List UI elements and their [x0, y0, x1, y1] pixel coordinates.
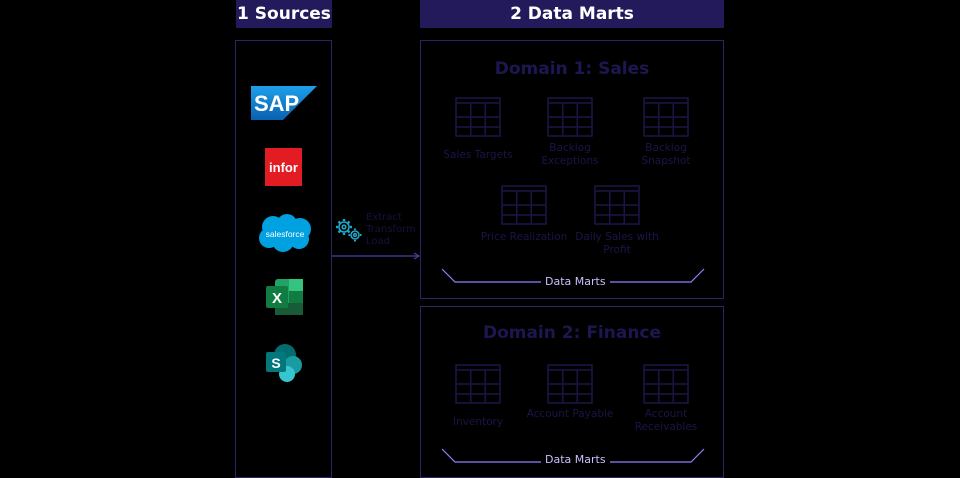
table-label-account-payable: Account Payable — [526, 408, 614, 420]
svg-text:S: S — [271, 355, 280, 371]
table-label-daily-sales-profit: Daily Sales with Profit — [575, 231, 659, 256]
table-icon-daily-sales-profit — [594, 185, 640, 225]
table-icon-inventory — [455, 364, 501, 404]
svg-text:salesforce: salesforce — [266, 229, 305, 239]
table-label-account-receivables: Account Receivables — [634, 408, 698, 433]
table-icon-account-receivables — [643, 364, 689, 404]
infor-logo: infor — [265, 148, 302, 186]
sources-header: 1 Sources — [236, 0, 332, 28]
table-icon-price-realization — [501, 185, 547, 225]
data-marts-header: 2 Data Marts — [420, 0, 724, 28]
table-icon-sales-targets — [455, 97, 501, 137]
table-icon-backlog-exceptions — [547, 97, 593, 137]
domain1-panel: Domain 1: Sales Sales Targets Backlog Ex… — [420, 40, 724, 299]
svg-text:X: X — [272, 290, 282, 307]
sources-header-label: 1 Sources — [237, 4, 331, 24]
salesforce-logo: salesforce — [257, 213, 313, 257]
infor-logo-text: infor — [269, 159, 298, 175]
table-icon-account-payable — [547, 364, 593, 404]
sources-panel: SAP infor salesforce X — [235, 40, 332, 478]
table-label-backlog-exceptions: Backlog Exceptions — [541, 142, 599, 167]
table-label-sales-targets: Sales Targets — [443, 149, 513, 161]
sap-logo: SAP — [251, 86, 317, 124]
etl-arrow — [332, 246, 422, 265]
gears-icon — [334, 217, 364, 247]
svg-text:SAP: SAP — [254, 91, 299, 116]
domain2-footer-label: Data Marts — [541, 453, 610, 466]
table-label-price-realization: Price Realization — [480, 231, 568, 243]
etl-label: Extract Transform Load — [366, 212, 416, 247]
sharepoint-logo: S — [265, 343, 305, 387]
table-label-backlog-snapshot: Backlog Snapshot — [641, 142, 691, 167]
table-label-inventory: Inventory — [452, 416, 504, 428]
data-marts-header-label: 2 Data Marts — [510, 4, 634, 24]
domain2-panel: Domain 2: Finance Inventory Account Paya… — [420, 306, 724, 478]
table-icon-backlog-snapshot — [643, 97, 689, 137]
domain1-title: Domain 1: Sales — [494, 59, 650, 79]
domain1-footer-label: Data Marts — [541, 275, 610, 288]
excel-logo: X — [265, 278, 305, 320]
domain2-title: Domain 2: Finance — [482, 323, 662, 343]
